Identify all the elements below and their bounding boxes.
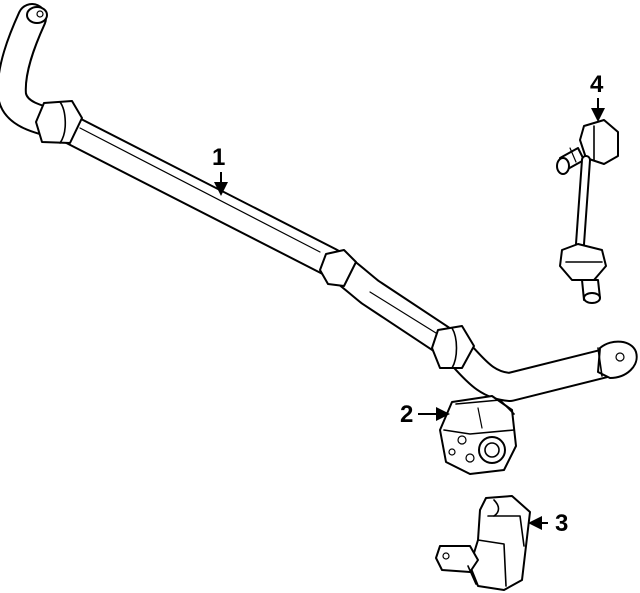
bar-collar-left [35, 100, 83, 144]
svg-text:3: 3 [555, 510, 568, 537]
bar-collar-right [431, 325, 475, 369]
callout-4: 4 [590, 71, 605, 122]
stabilizer-bar[interactable] [0, 3, 638, 402]
bracket[interactable] [435, 495, 531, 591]
bushing[interactable] [439, 395, 517, 475]
bar-collar-mid [319, 249, 357, 287]
svg-text:2: 2 [400, 401, 413, 428]
svg-text:1: 1 [212, 144, 225, 171]
svg-text:4: 4 [590, 71, 604, 98]
stabilizer-link[interactable] [556, 119, 619, 304]
callout-1: 1 [212, 144, 228, 196]
callout-3: 3 [528, 510, 568, 537]
callout-2: 2 [400, 401, 450, 428]
